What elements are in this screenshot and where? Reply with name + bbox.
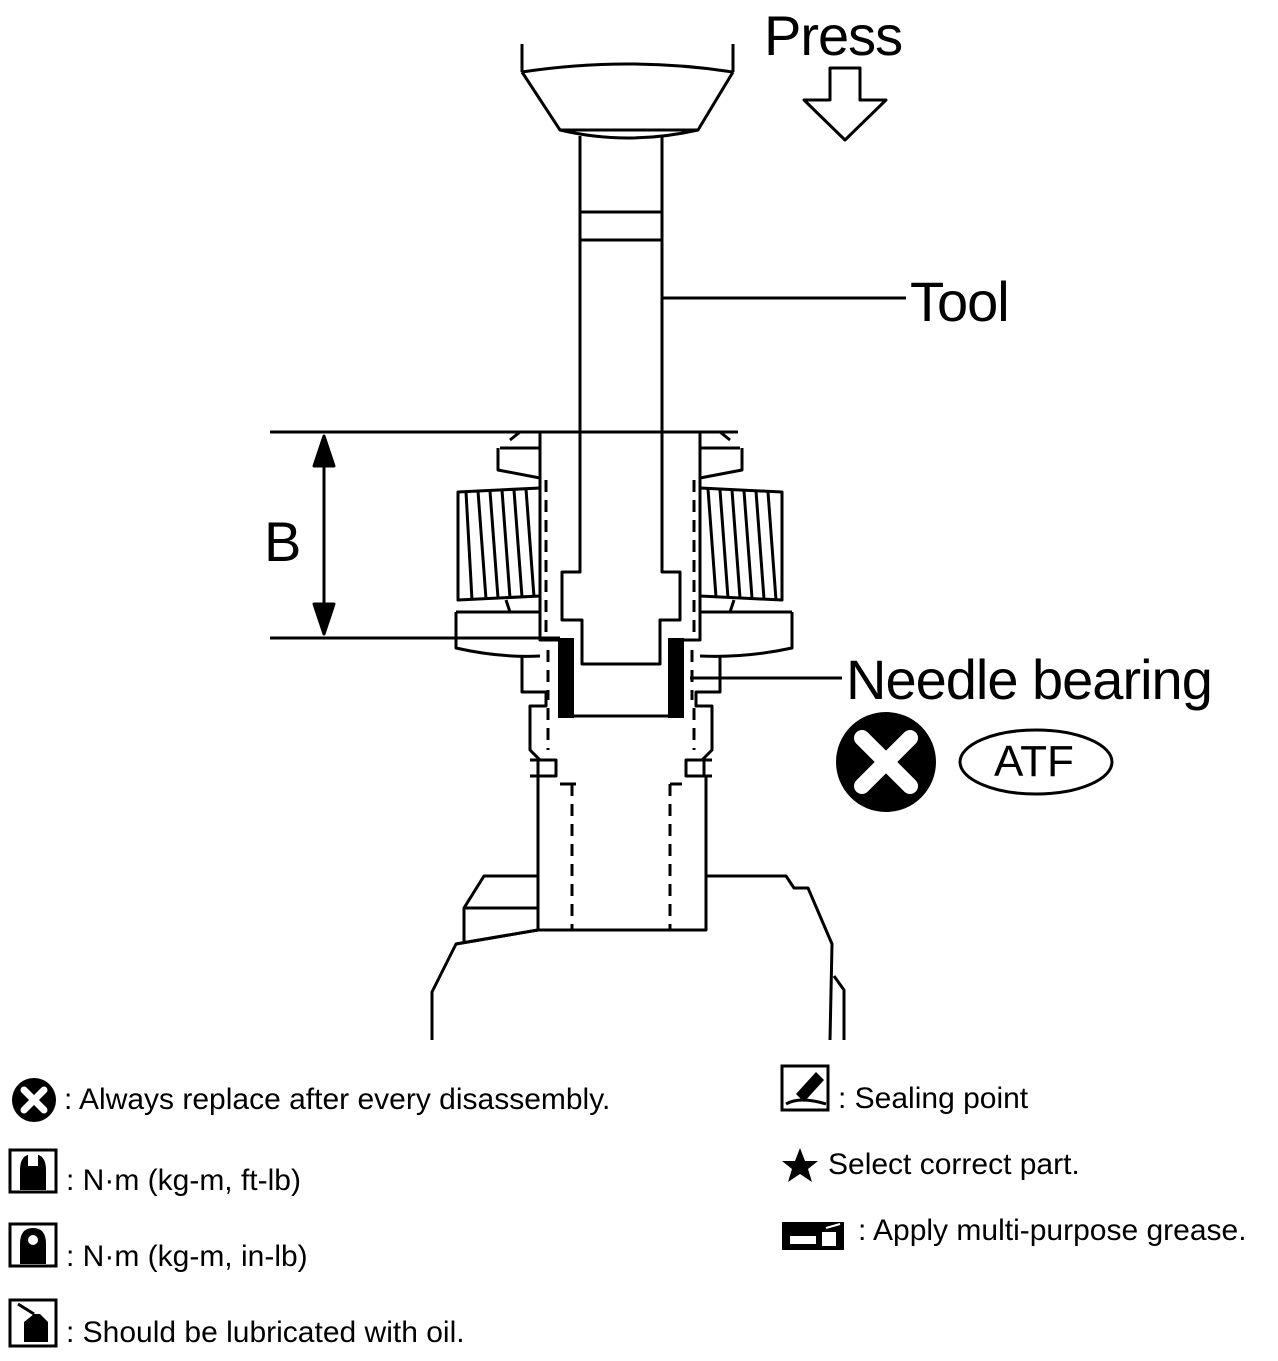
sealant-icon xyxy=(780,1064,830,1112)
gear-right xyxy=(698,486,784,614)
dimension-arrow-down xyxy=(312,602,336,636)
base-fixture xyxy=(430,874,846,1041)
wrench-icon xyxy=(8,1148,58,1194)
press-head xyxy=(520,44,735,140)
hub-lower xyxy=(520,656,722,932)
tool-label: Tool xyxy=(910,270,1010,333)
legend-torque-in-lb: : N·m (kg-m, in-lb) xyxy=(66,1240,308,1273)
dimension-b xyxy=(270,430,560,640)
legend-lubricate-oil: : Should be lubricated with oil. xyxy=(66,1316,465,1349)
dimension-arrow-up xyxy=(312,434,336,468)
wrench-in-lb-icon xyxy=(8,1222,58,1268)
legend-always-replace: : Always replace after every disassembly… xyxy=(64,1083,611,1116)
atf-label: ATF xyxy=(994,737,1074,786)
dimension-b-label: B xyxy=(264,510,301,573)
tool-shaft xyxy=(578,136,664,432)
legend-torque-ft-lb: : N·m (kg-m, ft-lb) xyxy=(66,1164,301,1197)
atf-badge xyxy=(958,728,1114,796)
gear-collar xyxy=(496,430,744,480)
legend-grease: : Apply multi-purpose grease. xyxy=(858,1214,1247,1247)
legend-sealing-point: : Sealing point xyxy=(838,1082,1029,1115)
legend-replace-icon xyxy=(12,1078,56,1122)
grease-icon xyxy=(782,1222,844,1250)
legend-icons xyxy=(8,1064,844,1348)
carrier-flange xyxy=(454,610,794,658)
needle-bearing-body xyxy=(558,638,684,718)
replace-x-icon xyxy=(836,712,936,812)
star-icon xyxy=(782,1148,818,1182)
hidden-lines xyxy=(544,480,696,930)
legend-select-part: Select correct part. xyxy=(828,1148,1080,1181)
needle-bearing-label: Needle bearing xyxy=(846,648,1213,711)
oil-can-icon xyxy=(8,1298,58,1348)
press-arrow-icon xyxy=(802,66,888,142)
press-label: Press xyxy=(764,4,903,67)
gear-left xyxy=(456,486,542,614)
